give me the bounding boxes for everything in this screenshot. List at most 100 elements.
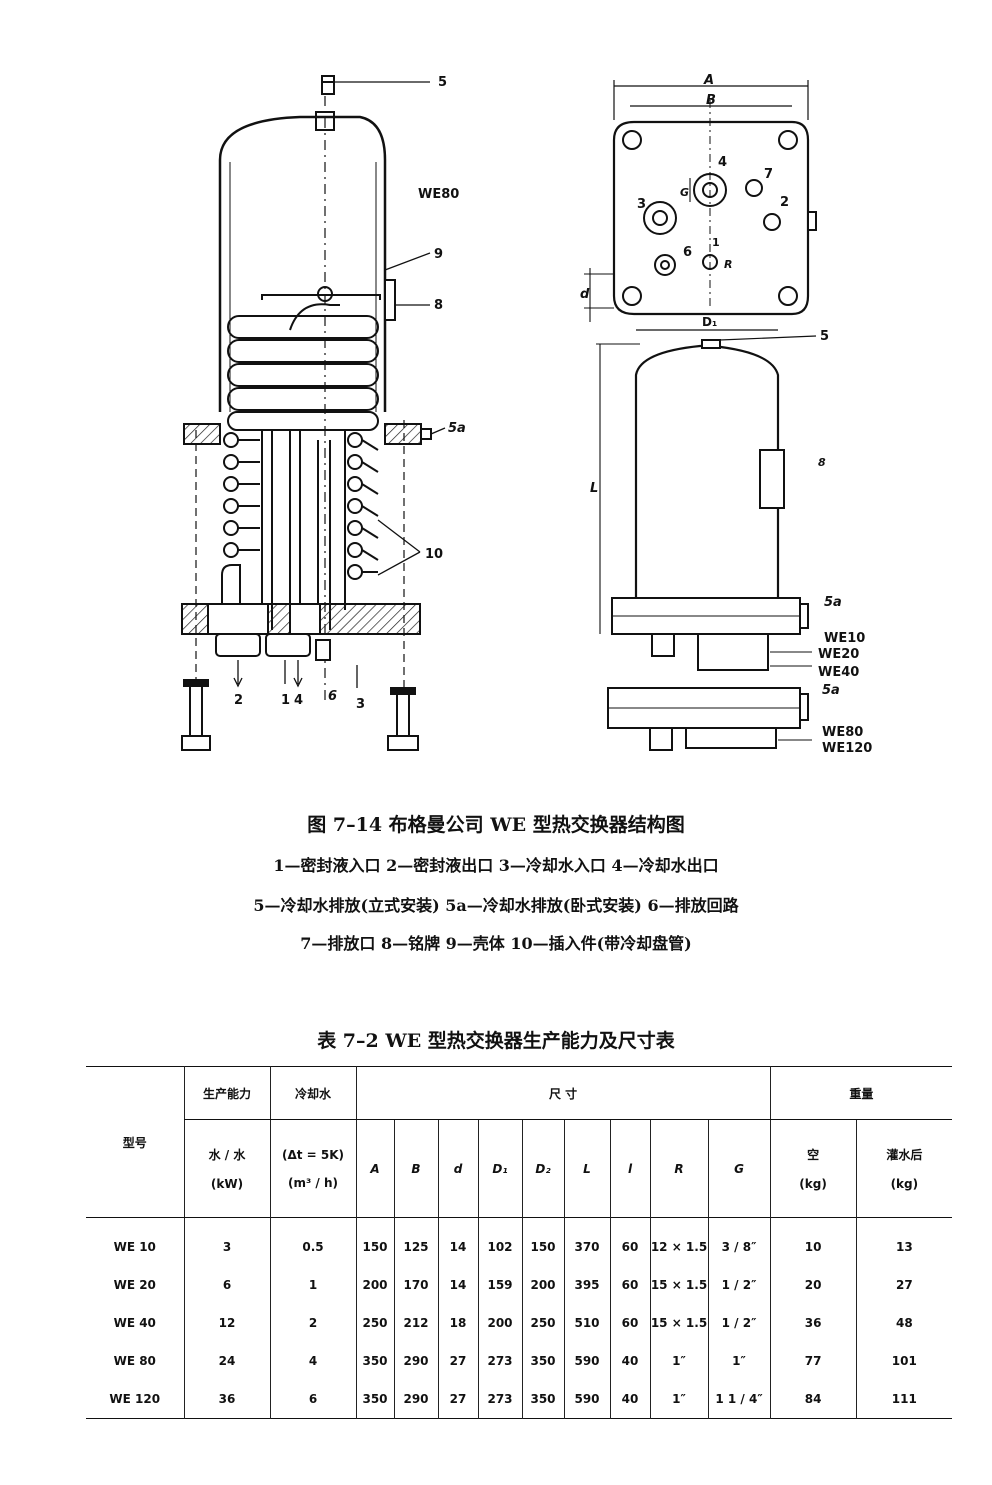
table-cell: 48 [855,1304,953,1342]
table-cell: 12 [183,1304,270,1342]
table-cell: 36 [183,1380,270,1419]
table-cell: 1″ [649,1380,708,1419]
table-cell: 200 [477,1304,522,1342]
table-cell: 4 [269,1342,356,1380]
label-model-we80: WE80 [418,187,459,202]
table-cell: 40 [609,1380,650,1419]
dim-a: A [703,73,714,88]
label-we80: WE80 [822,725,863,740]
table-cell: 150 [521,1217,564,1266]
table-cell: 170 [393,1266,438,1304]
label-we40: WE40 [818,665,859,680]
table-cell: 590 [563,1380,610,1419]
table-cell: 150 [355,1217,394,1266]
filled-label: 灌水后 [886,1148,923,1162]
port-5a-top: 5a [824,595,842,610]
right-coil-stack [347,432,379,580]
dim-l: L [590,481,598,496]
figure-caption-title: 图 7–14 布格曼公司 WE 型热交换器结构图 [307,814,685,836]
heat-exchanger-drawing: 5 WE80 9 8 5a 10 2 1 4 6 3 A B 4 7 G 3 2… [181,73,872,756]
table-cell: 14 [437,1266,478,1304]
table-cell: 3 [183,1217,270,1266]
table-cell: 2 [269,1304,356,1342]
table-cell: 40 [609,1342,650,1380]
capacity-sub1: 水 / 水 [208,1148,246,1162]
table-cell: 15 × 1.5 [649,1304,708,1342]
cooling-sub2: (m³ / h) [287,1175,338,1190]
label-3: 3 [356,697,365,712]
filled-unit: (kg) [890,1177,919,1191]
table-cell: 77 [769,1342,857,1380]
table-cell: 0.5 [269,1217,356,1266]
table-cell: 102 [477,1217,522,1266]
table-cell: 3 / 8″ [707,1217,771,1266]
table-title: 表 7–2 WE 型热交换器生产能力及尺寸表 [317,1030,675,1052]
table-cell: 27 [855,1266,953,1304]
table-cell: 125 [393,1217,438,1266]
table-cell: 84 [769,1380,857,1419]
dim-b: B [706,93,716,108]
table-cell: 590 [563,1342,610,1380]
table-cell: 6 [269,1380,356,1419]
table-cell: 350 [521,1342,564,1380]
table-cell: 1″ [649,1342,708,1380]
header-capacity: 生产能力 [183,1066,270,1120]
table-cell: 290 [393,1342,438,1380]
table-cell: 1 [269,1266,356,1304]
label-1: 1 [281,693,290,708]
table-cell: 370 [563,1217,610,1266]
table-cell: 6 [183,1266,270,1304]
table-cell: 1 1 / 4″ [707,1380,771,1419]
port-3: 3 [637,197,646,212]
label-10: 10 [425,547,443,562]
table-cell: 1 / 2″ [707,1266,771,1304]
port-5-right: 5 [820,329,829,344]
label-we10: WE10 [824,631,865,646]
label-we20: WE20 [818,647,859,662]
table-cell: 111 [855,1380,953,1419]
table-cell: 13 [855,1217,953,1266]
dim-g: G [680,186,689,199]
label-2: 2 [234,693,243,708]
left-coil-stack [223,432,260,558]
table-cell: 250 [355,1304,394,1342]
header-dim-g: G [707,1119,771,1218]
port-4: 4 [718,155,727,170]
figure-legend-line: 5—冷却水排放(立式安装) 5a—冷却水排放(卧式安装) 6—排放回路 [253,896,739,915]
table-cell: WE 80 [113,1354,156,1368]
table-cell: 510 [563,1304,610,1342]
table-cell: 10 [769,1217,857,1266]
port-2: 2 [780,195,789,210]
label-8: 8 [434,298,443,313]
table-cell: WE 40 [113,1316,156,1330]
empty-unit: (kg) [799,1177,827,1191]
label-5: 5 [438,75,447,90]
table-cell: WE 120 [109,1392,161,1406]
table-cell: 27 [437,1380,478,1419]
header-dimensions: 尺 寸 [355,1066,771,1120]
table-cell: 101 [855,1342,953,1380]
label-9: 9 [434,247,443,262]
table-cell: 12 × 1.5 [649,1217,708,1266]
spec-table: 型号 生产能力 冷却水 尺 寸 重量 水 / 水 (kW) (Δt = 5K) … [86,1066,953,1419]
table-cell: 60 [609,1304,650,1342]
header-weight: 重量 [769,1066,953,1120]
header-cooling-unit: (Δt = 5K) (m³ / h) [269,1119,356,1218]
table-cell: 273 [477,1342,522,1380]
figure-legend-line: 1—密封液入口 2—密封液出口 3—冷却水入口 4—冷却水出口 [273,856,719,875]
dim-r: R [724,258,732,271]
port-6: 6 [683,245,692,260]
table-cell: 200 [355,1266,394,1304]
table-cell: WE 10 [113,1240,156,1254]
cooling-sub1: (Δt = 5K) [281,1147,345,1162]
header-cooling-water: 冷却水 [269,1066,356,1120]
table-cell: 24 [183,1342,270,1380]
table-cell: 159 [477,1266,522,1304]
header-dim-b: B [393,1119,438,1218]
table-cell: 20 [769,1266,857,1304]
